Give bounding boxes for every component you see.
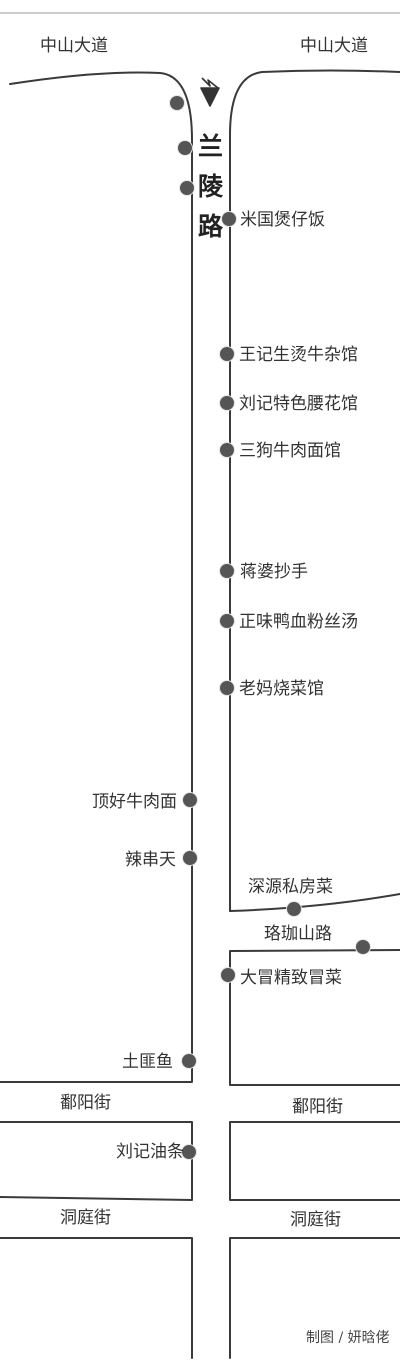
road-luojia-lower-curb bbox=[229, 949, 400, 1086]
map-credit: 制图 / 妍晗佬 bbox=[306, 1330, 390, 1346]
north-arrow-icon bbox=[200, 77, 220, 107]
place-marker[interactable] bbox=[183, 793, 197, 807]
road-label-zhongshan-right: 中山大道 bbox=[300, 36, 368, 56]
place-marker[interactable] bbox=[170, 96, 184, 110]
place-label: 三狗牛肉面馆 bbox=[239, 441, 341, 461]
place-label: 王记生烫牛杂馆 bbox=[239, 345, 358, 365]
road-label-dongting-right: 洞庭街 bbox=[290, 1210, 341, 1230]
road-zhongshan-left-curb bbox=[9, 71, 193, 1082]
place-marker[interactable] bbox=[222, 212, 236, 226]
road-label-lanling-1: 兰 bbox=[198, 132, 224, 161]
place-marker[interactable] bbox=[220, 564, 234, 578]
place-marker[interactable] bbox=[182, 1145, 196, 1159]
place-label: 刘记特色腰花馆 bbox=[239, 394, 358, 414]
road-label-dongting-left: 洞庭街 bbox=[60, 1208, 111, 1228]
place-label: 顶好牛肉面 bbox=[92, 792, 177, 812]
place-marker[interactable] bbox=[220, 614, 234, 628]
place-marker[interactable] bbox=[180, 181, 194, 195]
place-marker[interactable] bbox=[178, 141, 192, 155]
place-marker[interactable] bbox=[287, 902, 301, 916]
road-poyang-left-curb-bottom bbox=[0, 1121, 193, 1201]
road-label-poyang-left: 鄱阳街 bbox=[60, 1093, 111, 1113]
place-marker[interactable] bbox=[220, 681, 234, 695]
place-marker[interactable] bbox=[183, 851, 197, 865]
place-label: 米国煲仔饭 bbox=[240, 210, 325, 230]
place-label: 大冒精致冒菜 bbox=[240, 968, 342, 988]
road-label-lanling-2: 陵 bbox=[198, 172, 224, 201]
road-luojia-upper-curb bbox=[229, 893, 400, 912]
place-label: 正味鸭血粉丝汤 bbox=[239, 612, 358, 632]
place-marker[interactable] bbox=[221, 968, 235, 982]
place-label: 辣串天 bbox=[125, 850, 176, 870]
place-label: 蒋婆抄手 bbox=[240, 562, 308, 582]
place-marker[interactable] bbox=[356, 940, 370, 954]
road-label-poyang-right: 鄱阳街 bbox=[292, 1097, 343, 1117]
place-label: 老妈烧菜馆 bbox=[239, 679, 324, 699]
road-label-lanling-3: 路 bbox=[198, 212, 224, 241]
road-poyang-right-curb bbox=[229, 1121, 400, 1201]
place-label: 深源私房菜 bbox=[248, 877, 333, 897]
road-zhongshan-right-curb bbox=[229, 69, 400, 912]
road-label-zhongshan-left: 中山大道 bbox=[40, 36, 108, 56]
place-marker[interactable] bbox=[220, 347, 234, 361]
road-label-luojia: 珞珈山路 bbox=[264, 924, 332, 944]
place-marker[interactable] bbox=[182, 1054, 196, 1068]
road-dongting-right-curb bbox=[229, 1237, 400, 1359]
place-marker[interactable] bbox=[220, 396, 234, 410]
place-label: 土匪鱼 bbox=[122, 1052, 173, 1072]
place-marker[interactable] bbox=[220, 443, 234, 457]
road-dongting-left-curb bbox=[0, 1237, 193, 1359]
place-label: 刘记油条 bbox=[116, 1142, 184, 1162]
